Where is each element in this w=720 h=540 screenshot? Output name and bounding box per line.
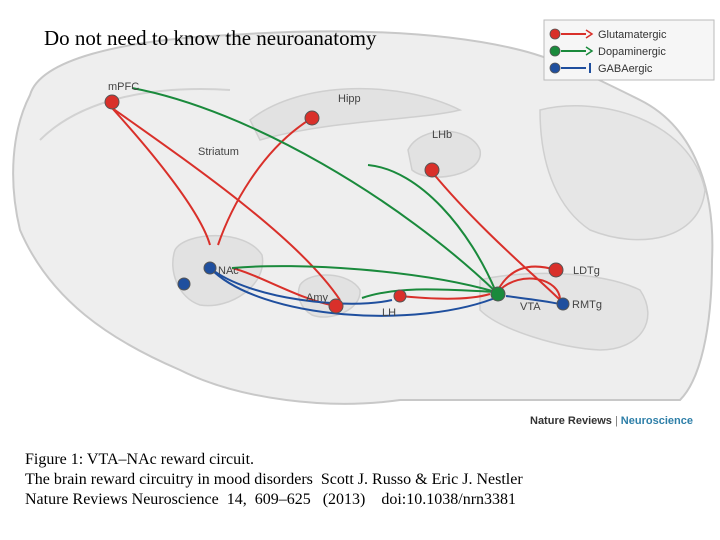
amy-neuron (328, 298, 344, 314)
figure-caption: Figure 1: VTA–NAc reward circuit. The br… (25, 450, 705, 510)
nac-neuron (203, 261, 217, 275)
nac-to-vta-path (209, 267, 501, 317)
cerebellum-shape (539, 105, 706, 241)
legend-item-dopaminergic: Dopaminergic (549, 45, 666, 58)
rmtg-to-vta-path (505, 295, 561, 305)
vta-to-nac-path (231, 265, 497, 293)
credit-journal: Neuroscience (620, 415, 693, 427)
legend-label-dopaminergic: Dopaminergic (598, 46, 666, 58)
vta-to-hipp-path (367, 164, 497, 293)
region-label-nac: NAc (218, 265, 239, 277)
region-label-rmtg: RMTg (572, 299, 602, 311)
hippocampus-shape (249, 87, 463, 141)
caption-line-2: The brain reward circuitry in mood disor… (25, 471, 523, 488)
caption-line-1: Figure 1: VTA–NAc reward circuit. (25, 451, 255, 468)
hipp-neuron (304, 110, 320, 126)
rmtg-neuron (556, 297, 570, 311)
lh-neuron (393, 289, 407, 303)
region-label-mpfc: mPFC (108, 81, 139, 93)
vta-to-mpfc-path (131, 87, 497, 293)
amy-shape (297, 274, 361, 318)
region-label-vta: VTA (520, 301, 541, 313)
vta-neuron (490, 286, 506, 302)
journal-credit: Nature Reviews|Neuroscience (530, 415, 693, 427)
nac-to-lh-path (209, 267, 393, 305)
region-label-lh: LH (382, 307, 396, 319)
ldtg-neuron (548, 262, 564, 278)
legend: Glutamatergic Dopaminergic GABAergic (543, 19, 715, 81)
mpfc-to-amy-path (111, 107, 341, 301)
vta-loop-path (499, 277, 561, 301)
caption-line-3: Nature Reviews Neuroscience 14, 609–625 … (25, 491, 517, 508)
nac-neuron-2 (177, 277, 191, 291)
credit-separator: | (614, 415, 618, 427)
region-label-amy: Amy (306, 292, 329, 304)
legend-label-glutamatergic: Glutamatergic (598, 29, 667, 41)
glutamatergic-projections (111, 107, 561, 307)
slide-title: Do not need to know the neuroanatomy (44, 26, 377, 50)
lhb-neuron (424, 162, 440, 178)
gabaergic-projections (209, 267, 561, 317)
mpfc-to-nac-path (111, 107, 211, 246)
credit-publisher: Nature Reviews (530, 415, 612, 427)
legend-label-gabaergic: GABAergic (598, 63, 653, 75)
dopaminergic-projections (131, 87, 497, 299)
region-label-lhb: LHb (432, 129, 452, 141)
mpfc-neuron (104, 94, 120, 110)
legend-item-gabaergic: GABAergic (549, 62, 653, 75)
region-label-striatum: Striatum (198, 146, 239, 158)
hipp-to-nac-path (217, 117, 313, 246)
vta-to-amy-path (361, 288, 497, 299)
neurons (104, 94, 570, 314)
legend-item-glutamatergic: Glutamatergic (549, 28, 667, 41)
lh-to-vta-path (399, 293, 491, 300)
region-label-ldtg: LDTg (573, 265, 600, 277)
lhb-to-rmtg-path (431, 171, 561, 301)
cortex-fold (39, 88, 231, 141)
region-label-hipp: Hipp (338, 93, 361, 105)
